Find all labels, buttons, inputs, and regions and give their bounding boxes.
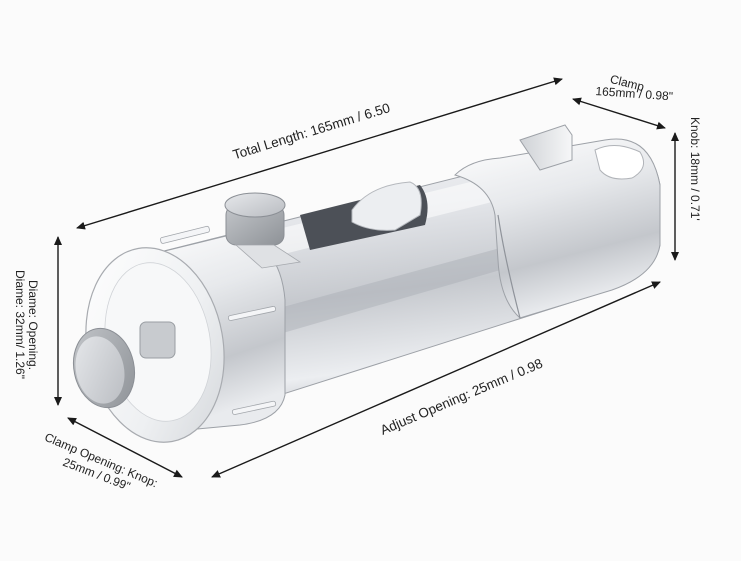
end-knob	[72, 321, 176, 409]
dimension-arrows	[54, 77, 679, 478]
total-length-arrow	[76, 77, 563, 230]
diameter-label-line2: Diame: 32mm/ 1.26"	[13, 270, 27, 379]
knob-label: Knob: 18mm / 0.71'	[688, 117, 702, 221]
clamp-opening-arrow	[67, 417, 183, 478]
diameter-label-line1: Diame: Opening.	[26, 280, 40, 371]
clamp-arrow	[572, 97, 666, 130]
adjust-opening-arrow	[211, 281, 661, 478]
